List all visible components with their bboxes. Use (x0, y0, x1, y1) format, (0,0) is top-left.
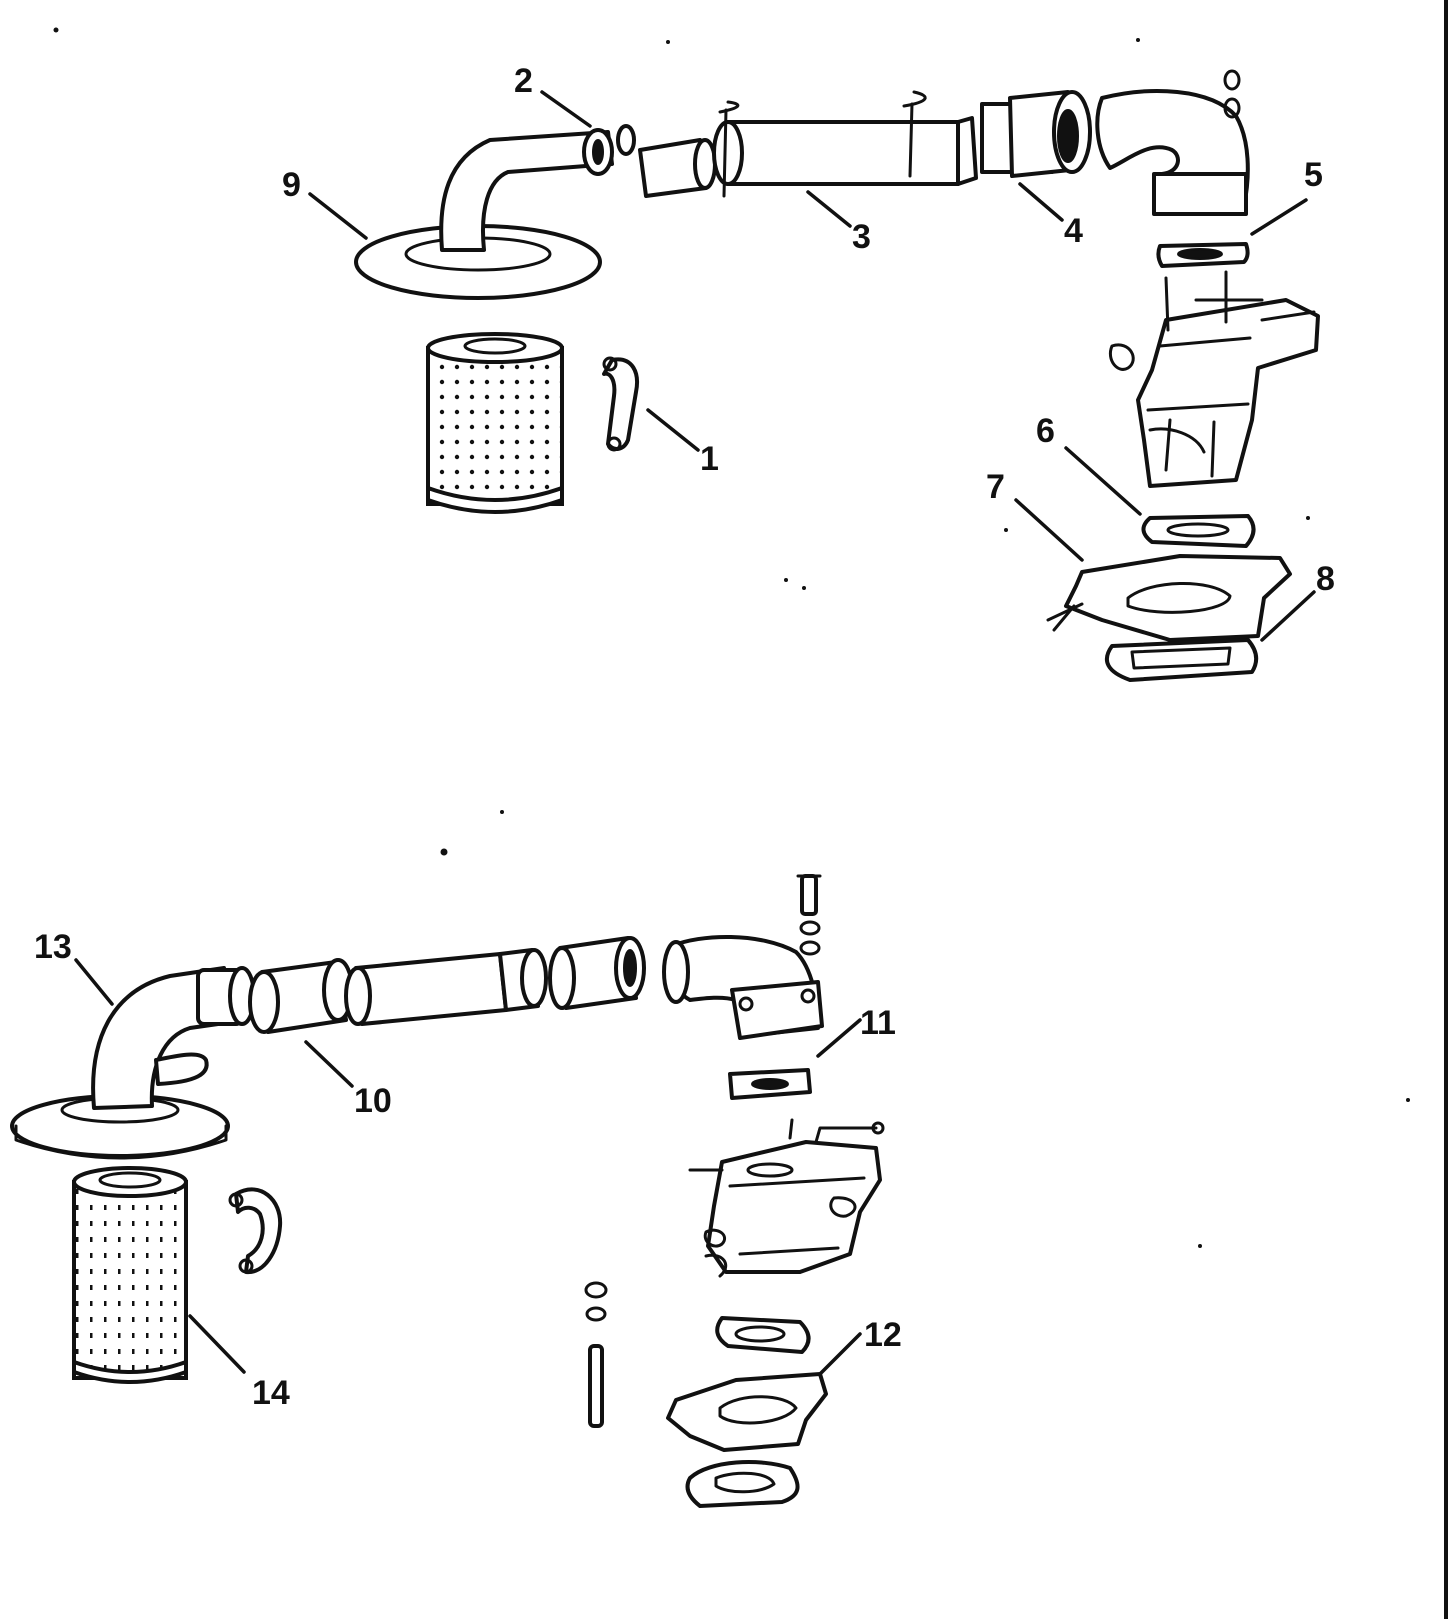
callout-6: 6 (1036, 412, 1055, 450)
callout-13: 13 (34, 928, 72, 966)
heat-shield-plate-top (1046, 554, 1292, 642)
callout-2: 2 (514, 62, 533, 100)
callout-8: 8 (1316, 560, 1335, 598)
callout-3: 3 (852, 218, 871, 256)
top-assembly (354, 69, 1320, 682)
callout-4: 4 (1064, 212, 1083, 250)
callout-10: 10 (354, 1082, 392, 1120)
air-cleaner-base-top (354, 124, 636, 300)
callout-5: 5 (1304, 156, 1323, 194)
bolt-washer-top (1223, 69, 1241, 119)
clamp-top (602, 356, 639, 452)
gasket-lower-top (1141, 514, 1256, 548)
intake-tube-bottom (344, 948, 548, 1026)
stud-and-nuts-bottom (584, 1281, 608, 1428)
filter-element-top (426, 332, 564, 514)
leader-lines-top (308, 90, 1316, 642)
callout-labels-bottom: 10 11 12 13 14 (34, 928, 902, 1412)
coupling-sleeve-top (980, 90, 1092, 178)
carburetor-elbow-top (1095, 69, 1250, 216)
filter-element-bottom (72, 1166, 188, 1384)
callout-labels-top: 1 2 3 4 5 6 7 8 9 (282, 62, 1335, 598)
carburetor-bottom (688, 1118, 885, 1278)
coupling-sleeve-bottom-2 (548, 936, 646, 1010)
clamp-bottom (228, 1187, 283, 1275)
air-cleaner-base-bottom (10, 966, 256, 1160)
leader-lines-bottom (74, 958, 862, 1376)
heat-shield-plate-bottom (666, 1372, 828, 1452)
bolt-washer-bottom (796, 874, 822, 956)
callout-12: 12 (864, 1316, 902, 1354)
callout-14: 14 (252, 1374, 290, 1412)
carburetor-elbow-bottom (662, 874, 824, 1040)
callout-7: 7 (986, 468, 1005, 506)
bottom-assembly (10, 874, 885, 1508)
coupling-sleeve-bottom (248, 958, 354, 1034)
intake-tube-top (638, 90, 978, 198)
gasket-base-bottom (685, 1460, 800, 1508)
callout-9: 9 (282, 166, 301, 204)
callout-1: 1 (700, 440, 719, 478)
gasket-lower-bottom (715, 1316, 811, 1354)
callout-11: 11 (860, 1004, 896, 1042)
carburetor-top (1109, 270, 1320, 488)
scan-specks (53, 27, 1410, 1248)
gasket-base-top (1105, 638, 1259, 682)
